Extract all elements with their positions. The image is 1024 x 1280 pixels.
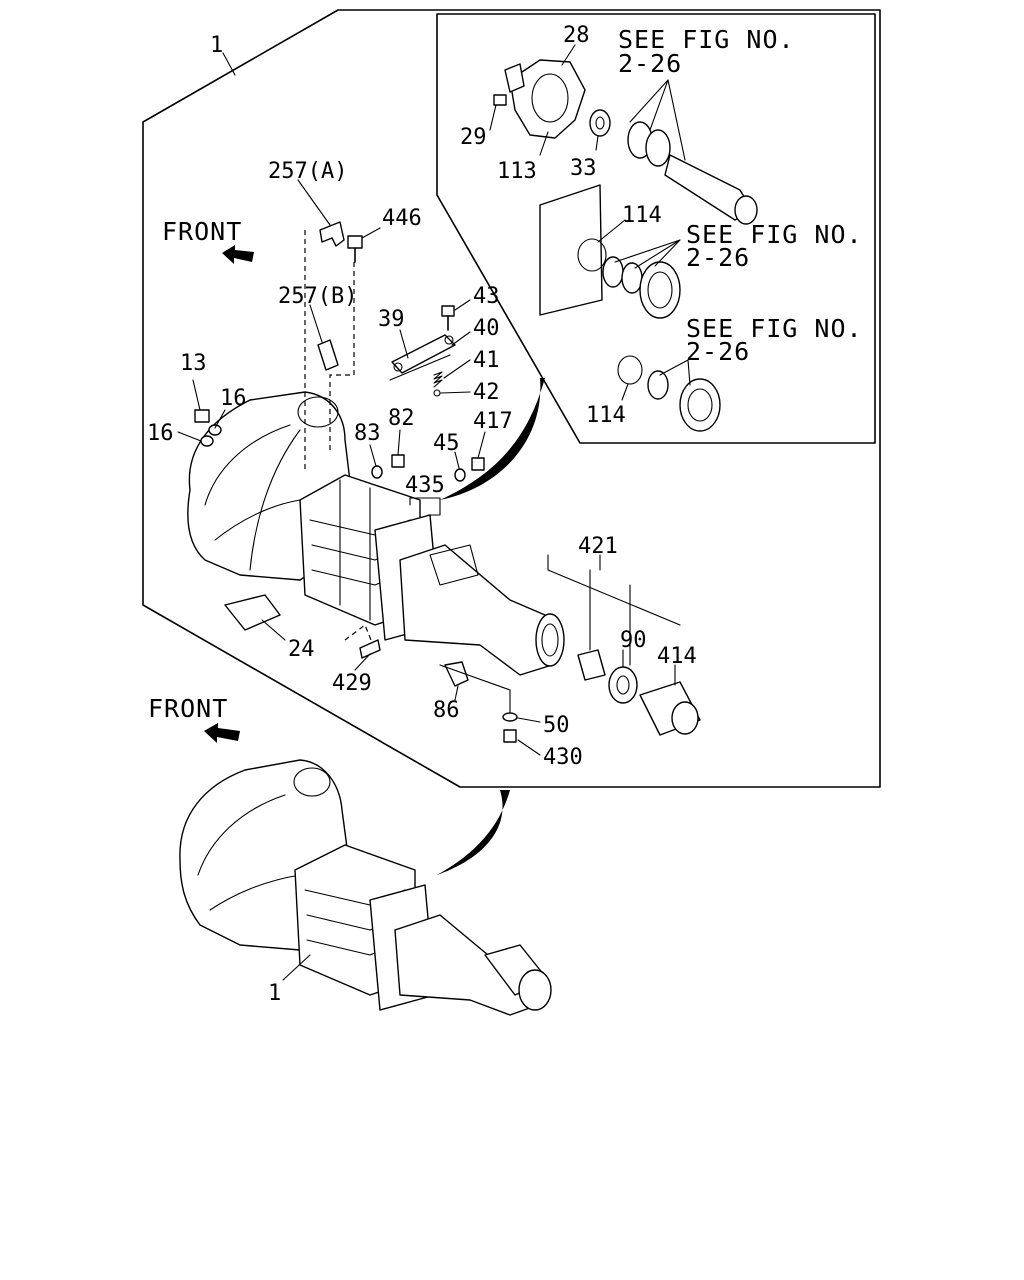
see-fig-ref-1-line1: SEE FIG NO.	[618, 25, 795, 54]
washer-50	[502, 712, 518, 722]
see-fig-ref-3-line1: SEE FIG NO.	[686, 314, 863, 343]
washer-45	[454, 468, 466, 482]
bearing-90	[608, 666, 638, 704]
label-114a: 114	[622, 203, 662, 228]
transmission-assembly-exploded	[187, 230, 565, 676]
label-40: 40	[473, 316, 500, 341]
front-label-bottom: FRONT	[148, 694, 228, 723]
label-83: 83	[354, 421, 381, 446]
leader-lines	[177, 44, 691, 981]
label-1-top: 1	[210, 33, 223, 58]
plate-inset	[539, 184, 603, 316]
label-41: 41	[473, 348, 500, 373]
main-exploded-frame	[142, 9, 881, 788]
label-90: 90	[620, 628, 647, 653]
label-430: 430	[543, 745, 583, 770]
label-43: 43	[473, 284, 500, 309]
plug-13	[194, 409, 210, 423]
part-labels: 1 257(A) 446 257(B) 13 16 16 39 43 40 41…	[147, 23, 697, 1006]
front-arrow-bottom-icon	[204, 723, 240, 743]
label-29: 29	[460, 125, 487, 150]
label-417: 417	[473, 409, 513, 434]
bolt-446	[347, 235, 363, 263]
see-fig-ref-2-line2: 2-26	[686, 243, 750, 272]
label-257a: 257(A)	[268, 159, 347, 184]
cover-24	[224, 594, 281, 631]
bolt-29	[493, 94, 507, 106]
see-fig-ref-1: SEE FIG NO. 2-26	[618, 25, 795, 78]
snap-ring-114a	[577, 238, 607, 272]
ball-42	[433, 389, 441, 397]
gear-assembly-lower	[647, 370, 721, 432]
sleeve-414	[639, 681, 701, 736]
label-33: 33	[570, 156, 597, 181]
link-39	[389, 334, 456, 381]
label-16a: 16	[220, 386, 247, 411]
label-86: 86	[433, 698, 460, 723]
snap-ring-114b	[617, 355, 643, 385]
label-257b: 257(B)	[278, 284, 357, 309]
washer-16a	[208, 424, 222, 436]
see-fig-ref-3-line2: 2-26	[686, 337, 750, 366]
bolt-430	[503, 729, 517, 743]
label-42: 42	[473, 380, 500, 405]
bolt-43	[441, 305, 455, 331]
washer-16b	[200, 435, 214, 447]
connector-arrow-bottom	[437, 790, 510, 875]
bolt-86	[444, 661, 469, 687]
see-fig-ref-2-line1: SEE FIG NO.	[686, 220, 863, 249]
label-39: 39	[378, 307, 405, 332]
shaft-assembly-top	[627, 121, 758, 225]
gear-assembly-middle	[602, 256, 681, 319]
label-446: 446	[382, 206, 422, 231]
bracket-257b	[317, 339, 339, 371]
washer-83	[371, 465, 383, 479]
plug-82	[391, 454, 405, 468]
see-fig-ref-1-line2: 2-26	[618, 49, 682, 78]
label-429: 429	[332, 671, 372, 696]
label-113: 113	[497, 159, 537, 184]
see-fig-ref-2: SEE FIG NO. 2-26	[686, 220, 863, 272]
label-82: 82	[388, 406, 415, 431]
label-1-bottom: 1	[268, 981, 281, 1006]
cover-28	[504, 59, 586, 139]
label-435: 435	[405, 473, 445, 498]
see-fig-ref-3: SEE FIG NO. 2-26	[686, 314, 863, 366]
label-13: 13	[180, 351, 207, 376]
label-24: 24	[288, 637, 315, 662]
label-114b: 114	[586, 403, 626, 428]
bushing-421	[577, 649, 606, 681]
label-421: 421	[578, 534, 618, 559]
label-50: 50	[543, 713, 570, 738]
front-arrow-top-icon	[222, 245, 254, 264]
label-28: 28	[563, 23, 590, 48]
bracket-257a	[319, 221, 345, 247]
front-label-top: FRONT	[162, 217, 242, 246]
label-16b: 16	[147, 421, 174, 446]
bearing-33	[589, 109, 611, 137]
spring-41	[433, 371, 443, 388]
label-414: 414	[657, 644, 697, 669]
inset-frame	[436, 13, 876, 444]
pin-429	[359, 639, 381, 659]
label-45: 45	[433, 431, 460, 456]
transmission-assembled	[179, 759, 552, 1016]
connector-arrow-top	[440, 378, 545, 500]
plug-417	[471, 457, 485, 471]
